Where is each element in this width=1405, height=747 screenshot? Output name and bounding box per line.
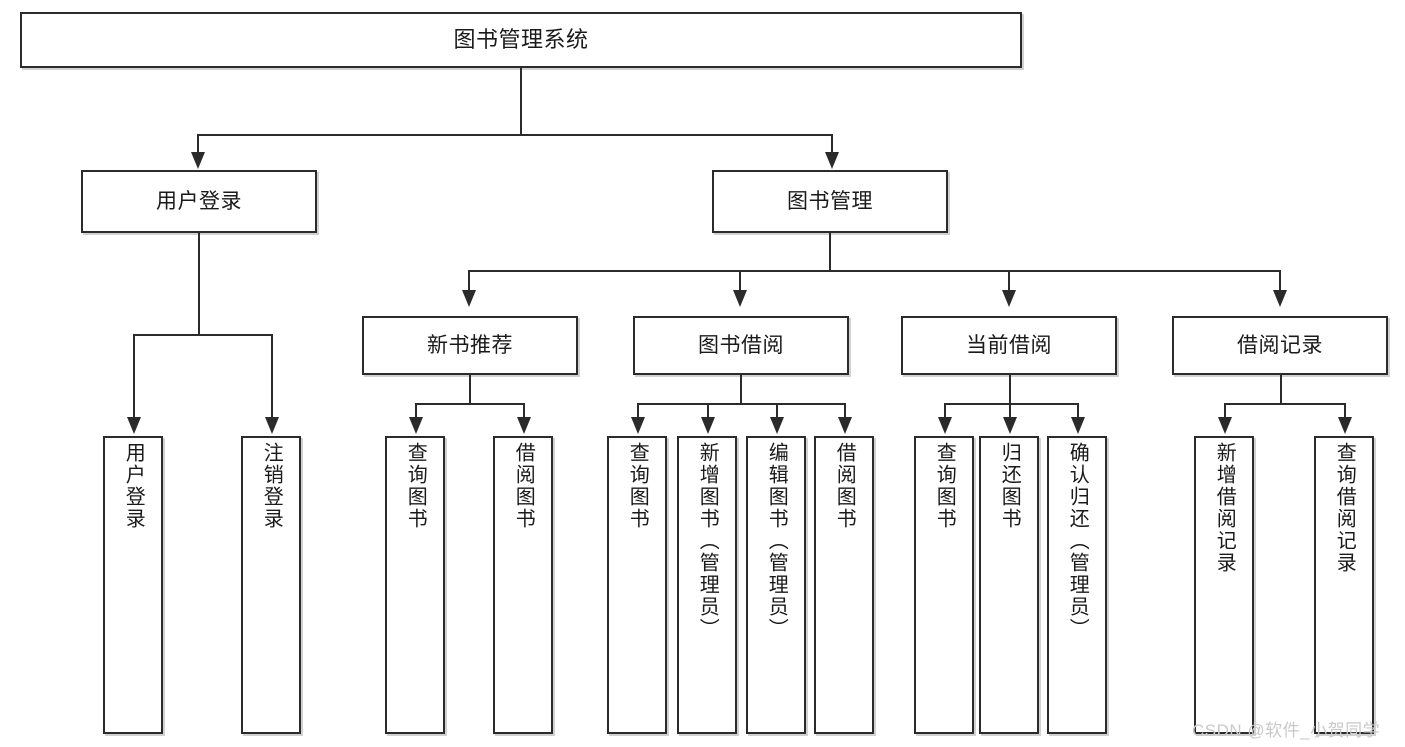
node-book-borrow[interactable]: 图书借阅 xyxy=(633,316,849,375)
arrowhead-borrow-record-to-leaf-2 xyxy=(1338,417,1352,434)
node-borrow-record[interactable]: 借阅记录 xyxy=(1172,316,1388,375)
connector-borrow-record-to-leaf-2 xyxy=(1344,403,1346,419)
connector-book-borrow-to-leaf-2 xyxy=(707,403,709,419)
node-current-borrow[interactable]: 当前借阅 xyxy=(901,316,1117,375)
arrowhead-root-to-book-manage xyxy=(825,152,839,169)
node-label: 图书管理系统 xyxy=(453,27,589,52)
connector-user-login-bus xyxy=(133,334,272,336)
node-user-login[interactable]: 用户登录 xyxy=(81,170,317,233)
arrowhead-book-borrow-to-leaf-4 xyxy=(838,417,852,434)
arrowhead-root-to-user-login xyxy=(191,152,205,169)
connector-current-borrow-stem xyxy=(1009,375,1011,404)
arrowhead-current-borrow-to-leaf-3 xyxy=(1071,417,1085,434)
node-label: 新书推荐 xyxy=(427,334,513,357)
connector-borrow-record-stem xyxy=(1280,375,1282,404)
connector-borrow-record-bus xyxy=(1224,403,1345,405)
connector-user-login-to-leaf-2 xyxy=(271,334,273,419)
connector-new-book-to-leaf-2 xyxy=(523,403,525,419)
node-label: 用户登录 xyxy=(122,442,145,530)
node-label: 查询借阅记录 xyxy=(1333,442,1356,574)
connector-root-to-book-manage xyxy=(831,134,833,154)
arrowhead-to-new-book-recommend xyxy=(462,290,476,307)
leaf-book-borrow-add-book[interactable]: 新增图书（管理员） xyxy=(677,436,737,734)
connector-book-borrow-to-leaf-4 xyxy=(844,403,846,419)
leaf-new-book-borrow-book[interactable]: 借阅图书 xyxy=(493,436,553,734)
connector-current-borrow-to-leaf-1 xyxy=(944,403,946,419)
connector-book-manage-stem xyxy=(829,233,831,271)
node-label: 注销登录 xyxy=(260,442,283,530)
arrowhead-to-current-borrow xyxy=(1002,290,1016,307)
connector-to-book-borrow xyxy=(739,270,741,292)
node-root-library-system[interactable]: 图书管理系统 xyxy=(20,12,1022,68)
arrowhead-to-book-borrow xyxy=(733,290,747,307)
arrowhead-current-borrow-to-leaf-1 xyxy=(938,417,952,434)
leaf-current-borrow-confirm-return[interactable]: 确认归还（管理员） xyxy=(1047,436,1107,734)
leaf-borrow-record-add-record[interactable]: 新增借阅记录 xyxy=(1194,436,1254,734)
arrowhead-to-borrow-record xyxy=(1273,290,1287,307)
node-label: 图书借阅 xyxy=(698,334,784,357)
leaf-user-login-login[interactable]: 用户登录 xyxy=(103,436,163,734)
connector-new-book-stem xyxy=(469,375,471,404)
connector-current-borrow-to-leaf-2 xyxy=(1009,403,1011,419)
connector-root-to-user-login xyxy=(197,134,199,154)
node-label: 借阅图书 xyxy=(512,442,535,530)
node-book-management[interactable]: 图书管理 xyxy=(712,170,948,233)
connector-to-current-borrow xyxy=(1008,270,1010,292)
arrowhead-book-borrow-to-leaf-2 xyxy=(701,417,715,434)
arrowhead-user-login-to-leaf-2 xyxy=(265,417,279,434)
arrowhead-new-book-to-leaf-2 xyxy=(517,417,531,434)
arrowhead-book-borrow-to-leaf-1 xyxy=(631,417,645,434)
leaf-book-borrow-borrow-book[interactable]: 借阅图书 xyxy=(814,436,874,734)
connector-to-new-book-recommend xyxy=(468,270,470,292)
connector-new-book-to-leaf-1 xyxy=(415,403,417,419)
connector-new-book-bus xyxy=(415,403,524,405)
connector-book-borrow-stem xyxy=(740,375,742,404)
node-label: 新增借阅记录 xyxy=(1213,442,1236,574)
connector-book-borrow-bus xyxy=(637,403,845,405)
node-label: 查询图书 xyxy=(404,442,427,530)
leaf-new-book-query-book[interactable]: 查询图书 xyxy=(385,436,445,734)
arrowhead-new-book-to-leaf-1 xyxy=(409,417,423,434)
leaf-current-borrow-query-book[interactable]: 查询图书 xyxy=(914,436,974,734)
connector-user-login-stem xyxy=(198,233,200,335)
node-label: 当前借阅 xyxy=(966,334,1052,357)
node-label: 借阅图书 xyxy=(833,442,856,530)
node-new-book-recommend[interactable]: 新书推荐 xyxy=(362,316,578,375)
arrowhead-book-borrow-to-leaf-3 xyxy=(770,417,784,434)
leaf-book-borrow-query-book[interactable]: 查询图书 xyxy=(607,436,667,734)
connector-user-login-to-leaf-1 xyxy=(133,334,135,419)
node-label: 图书管理 xyxy=(787,190,873,213)
node-label: 确认归还（管理员） xyxy=(1066,442,1089,640)
connector-current-borrow-bus xyxy=(944,403,1078,405)
node-label: 归还图书 xyxy=(998,442,1021,530)
connector-borrow-record-to-leaf-1 xyxy=(1224,403,1226,419)
connector-book-borrow-to-leaf-1 xyxy=(637,403,639,419)
connector-current-borrow-to-leaf-3 xyxy=(1077,403,1079,419)
connector-level2-bus xyxy=(468,270,1280,272)
arrowhead-current-borrow-to-leaf-2 xyxy=(1003,417,1017,434)
node-label: 编辑图书（管理员） xyxy=(765,442,788,640)
node-label: 查询图书 xyxy=(933,442,956,530)
connector-root-bus xyxy=(197,134,833,136)
node-label: 查询图书 xyxy=(626,442,649,530)
node-label: 新增图书（管理员） xyxy=(696,442,719,640)
node-label: 用户登录 xyxy=(156,190,242,213)
connector-book-borrow-to-leaf-3 xyxy=(776,403,778,419)
arrowhead-user-login-to-leaf-1 xyxy=(127,417,141,434)
leaf-book-borrow-edit-book[interactable]: 编辑图书（管理员） xyxy=(746,436,806,734)
leaf-borrow-record-query-record[interactable]: 查询借阅记录 xyxy=(1314,436,1374,734)
arrowhead-borrow-record-to-leaf-1 xyxy=(1218,417,1232,434)
connector-to-borrow-record xyxy=(1279,270,1281,292)
node-label: 借阅记录 xyxy=(1237,334,1323,357)
leaf-current-borrow-return-book[interactable]: 归还图书 xyxy=(979,436,1039,734)
connector-root-stem xyxy=(520,68,522,135)
leaf-user-login-logout[interactable]: 注销登录 xyxy=(241,436,301,734)
